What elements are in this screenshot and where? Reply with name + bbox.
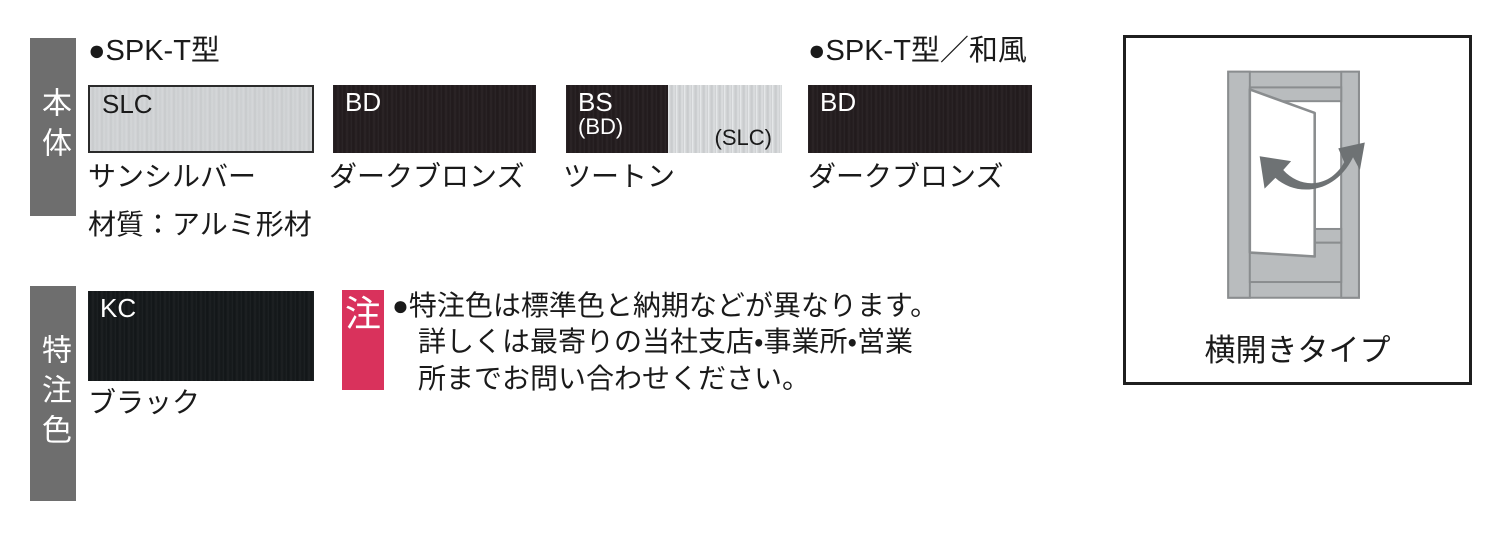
color-caption-bd-japanese: ダークブロンズ xyxy=(808,161,1004,192)
swatch-code-kc: KC xyxy=(100,293,137,323)
color-caption-bd: ダークブロンズ xyxy=(329,161,525,192)
color-swatch-bd: BD xyxy=(333,85,536,153)
swing-direction-arrow xyxy=(1259,142,1365,190)
color-swatch-kc: KC xyxy=(88,291,314,381)
group-heading-spkt: ●SPK-T型 xyxy=(88,35,220,67)
swatch-tone-right-slc xyxy=(667,85,782,153)
note-line-2: 詳しくは最寄りの当社支店・事業所・営業 xyxy=(418,326,914,358)
group-heading-spkt-japanese: ●SPK-T型／和風 xyxy=(808,35,1027,67)
diagram-panel-side-opening: 横開きタイプ xyxy=(1123,35,1472,385)
swatch-code-bd: BD xyxy=(345,87,382,117)
swatch-code-bs: BS (BD) xyxy=(578,87,624,140)
note-line-3: 所までお問い合わせください。 xyxy=(418,362,811,394)
swatch-grain-texture xyxy=(667,85,782,153)
category-label-body: 本体 xyxy=(30,38,76,216)
swatch-code-bs-main: BS xyxy=(578,87,613,117)
swatch-code-bs-right: (SLC) xyxy=(714,125,772,150)
color-swatch-bs-twotone: BS (BD) (SLC) xyxy=(566,85,782,153)
category-label-special-order-color: 特注色 xyxy=(30,286,76,501)
swatch-code-bs-sub: (BD) xyxy=(578,114,624,140)
color-caption-kc: ブラック xyxy=(88,387,201,418)
swatch-code-bd-japanese: BD xyxy=(820,87,857,117)
side-opening-door-illustration xyxy=(1227,70,1365,299)
note-badge: 注 xyxy=(342,290,384,390)
material-note: 材質：アルミ形材 xyxy=(88,209,312,240)
note-text: ●特注色は標準色と納期などが異なります。 詳しくは最寄りの当社支店・事業所・営業… xyxy=(392,288,992,397)
color-swatch-slc: SLC xyxy=(88,85,314,153)
note-line-1: ●特注色は標準色と納期などが異なります。 xyxy=(392,290,939,321)
swatch-code-slc: SLC xyxy=(102,89,153,119)
color-caption-bs: ツートン xyxy=(563,161,676,192)
color-caption-slc: サンシルバー xyxy=(88,161,257,192)
color-swatch-bd-japanese: BD xyxy=(808,85,1032,153)
diagram-label: 横開きタイプ xyxy=(1204,333,1391,368)
